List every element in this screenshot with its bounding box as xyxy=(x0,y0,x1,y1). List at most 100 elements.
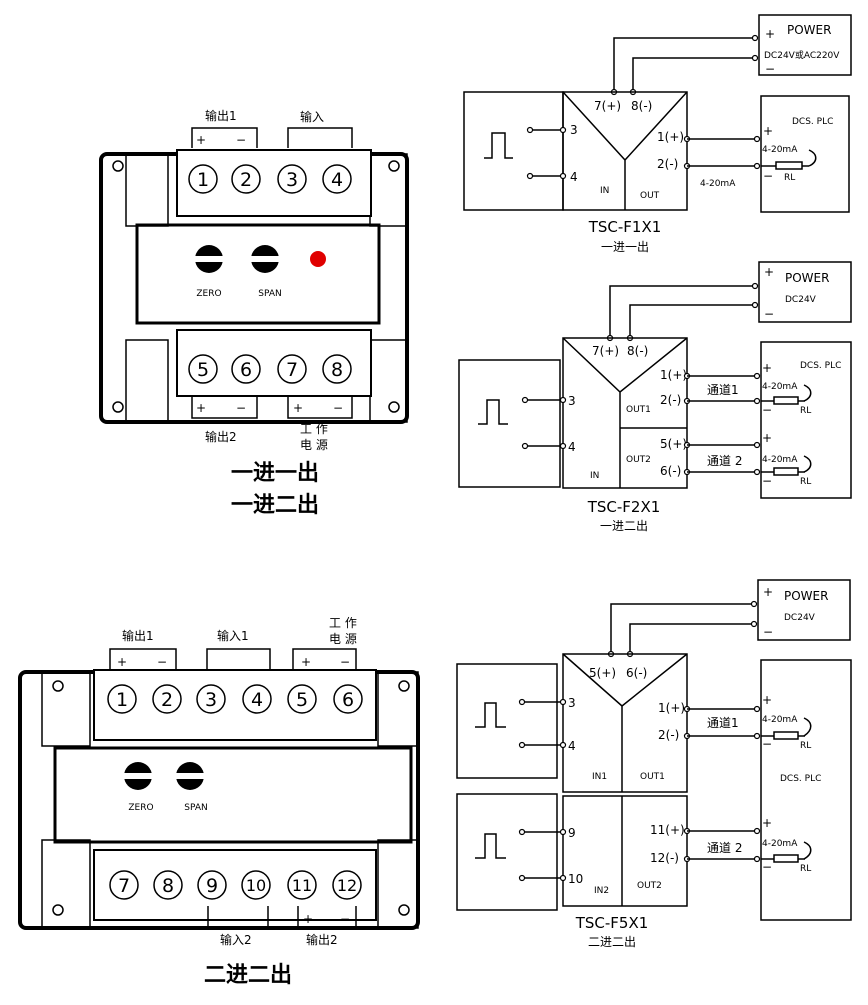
power-minus: − xyxy=(765,62,775,76)
rl-label: RL xyxy=(784,173,795,183)
terminal-2[interactable] xyxy=(152,684,182,714)
terminal-label: 3 xyxy=(205,689,217,711)
isolator-channel-2 xyxy=(562,795,688,907)
model-desc: 二进二出 xyxy=(588,935,636,949)
plc-plus: + xyxy=(762,816,772,830)
terminal-11[interactable] xyxy=(287,870,317,900)
label-output-2: 输出2 xyxy=(205,429,237,444)
terminal-label: 8 xyxy=(331,359,343,381)
output-wires xyxy=(687,708,757,860)
terminal-label: 6 xyxy=(240,359,252,381)
out1-label: OUT1 xyxy=(640,772,665,782)
plc-minus: − xyxy=(762,403,772,417)
terminal-block-top xyxy=(176,149,372,217)
terminal-10[interactable] xyxy=(241,870,271,900)
terminal-label: 7 xyxy=(286,359,298,381)
terminal-5[interactable] xyxy=(188,354,218,384)
terminal-9[interactable] xyxy=(197,870,227,900)
bracket-output-1 xyxy=(109,648,177,674)
rl-label: RL xyxy=(800,406,811,416)
out2-label: OUT2 xyxy=(637,881,662,891)
terminal-6[interactable] xyxy=(231,354,261,384)
zero-label: ZERO xyxy=(196,289,221,299)
isolator-channel-1 xyxy=(562,653,688,793)
terminal-6[interactable] xyxy=(333,684,363,714)
isolation-barrier xyxy=(562,337,688,488)
terminal-label: 1 xyxy=(116,689,128,711)
power-wire-positive xyxy=(609,285,755,338)
terminal-1[interactable] xyxy=(188,164,218,194)
terminal-block-bottom xyxy=(93,849,377,921)
terminal-7-label: 7(+) xyxy=(592,344,619,358)
wiring-f5x1: POWER DC24V + − 3 4 9 10 5(+) 6(-) IN1 xyxy=(456,579,852,949)
screw-hole xyxy=(398,904,410,916)
terminal-8[interactable] xyxy=(153,870,183,900)
terminal-4[interactable] xyxy=(242,684,272,714)
power-supply-box xyxy=(758,14,852,76)
mount-ear-br xyxy=(377,839,419,929)
terminal-3-label: 3 xyxy=(568,696,576,710)
mount-ear-tr xyxy=(377,671,419,747)
label-input-2: 输入2 xyxy=(220,932,252,947)
current-loop-arrow-icon xyxy=(803,384,812,402)
terminal-2[interactable] xyxy=(231,164,261,194)
output-1-label: 1(+) xyxy=(657,130,684,144)
label-power-b: 电 源 xyxy=(300,438,328,452)
ma-label: 4-20mA xyxy=(762,145,798,155)
terminal-1[interactable] xyxy=(107,684,137,714)
terminal-8[interactable] xyxy=(322,354,352,384)
load-resistor-icon xyxy=(773,854,799,863)
terminal-10-label: 10 xyxy=(568,872,583,886)
title-1in2out: 一进二出 xyxy=(231,493,319,518)
model-desc: 一进二出 xyxy=(600,519,648,533)
terminal-3-label: 3 xyxy=(568,394,576,408)
ma-label: 4-20mA xyxy=(762,382,798,392)
plc-plus: + xyxy=(762,431,772,445)
zero-trim-knob[interactable] xyxy=(195,245,223,273)
zero-trim-knob[interactable] xyxy=(124,762,152,790)
module-2: 输出1 输入1 工 作 电 源 + − + − 1 2 3 4 5 xyxy=(18,616,420,988)
terminal-label: 12 xyxy=(337,876,357,895)
sign-plus: + xyxy=(293,401,303,415)
terminal-block-bottom xyxy=(176,329,372,397)
ma-label: 4-20mA xyxy=(762,455,798,465)
mount-ear-bl xyxy=(41,839,91,929)
model-label: TSC-F5X1 xyxy=(575,914,649,932)
label-power-a: 工 作 xyxy=(329,616,357,630)
current-loop-arrow-icon xyxy=(808,149,817,167)
out2-label: OUT2 xyxy=(626,455,651,465)
power-plus: + xyxy=(763,585,773,599)
screw-hole xyxy=(388,401,400,413)
terminal-label: 5 xyxy=(296,689,308,711)
terminal-label: 4 xyxy=(331,169,343,191)
wiring-f2x1: POWER DC24V + − 3 4 7(+) 8(-) IN OUT1 OU… xyxy=(458,261,852,533)
pulse-signal-icon xyxy=(475,833,506,859)
power-label: POWER xyxy=(784,589,828,603)
power-supply-box xyxy=(758,261,852,323)
terminal-7[interactable] xyxy=(277,354,307,384)
sign-minus: − xyxy=(157,655,167,669)
terminal-3[interactable] xyxy=(277,164,307,194)
sign-plus: + xyxy=(301,655,311,669)
sign-minus: − xyxy=(236,401,246,415)
terminal-5[interactable] xyxy=(287,684,317,714)
span-trim-knob[interactable] xyxy=(251,245,279,273)
terminal-label: 10 xyxy=(246,876,266,895)
span-label: SPAN xyxy=(184,803,207,813)
sign-minus: − xyxy=(236,133,246,147)
output-6-label: 6(-) xyxy=(660,464,681,478)
terminal-label: 6 xyxy=(342,689,354,711)
terminal-label: 7 xyxy=(118,875,130,897)
terminal-4[interactable] xyxy=(322,164,352,194)
channel-1-label: 通道1 xyxy=(707,383,739,397)
span-trim-knob[interactable] xyxy=(176,762,204,790)
dcs-plc-box xyxy=(760,341,852,499)
terminal-12[interactable] xyxy=(332,870,362,900)
in-label: IN xyxy=(590,471,599,481)
power-spec: DC24V xyxy=(785,295,817,305)
terminal-7[interactable] xyxy=(109,870,139,900)
terminal-3[interactable] xyxy=(196,684,226,714)
terminal-8-label: 8(-) xyxy=(631,99,652,113)
output-1-label: 1(+) xyxy=(658,701,685,715)
power-wire-negative xyxy=(629,623,754,654)
